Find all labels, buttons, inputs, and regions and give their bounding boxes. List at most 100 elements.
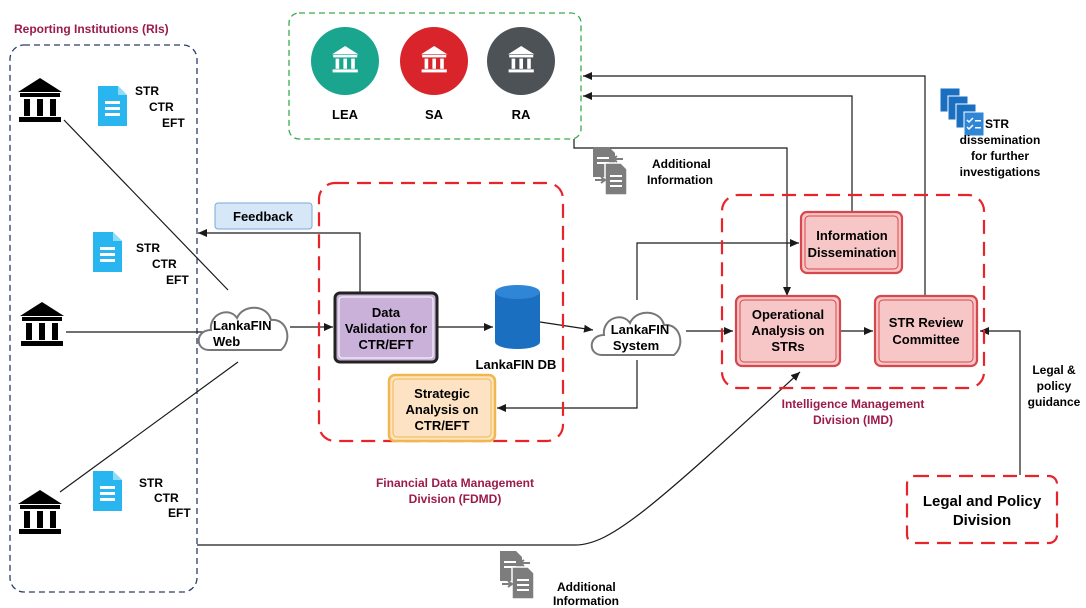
info-dissemination-line2: Dissemination [808,245,897,260]
bank-icon [20,302,64,346]
bank-icon [421,46,448,73]
additional-info-bottom-line2: Information [553,594,619,608]
operational-analysis-inner [739,299,837,363]
report-type-eft: EFT [166,273,189,287]
str-review-inner [878,299,974,363]
data-validation-inner [338,296,434,359]
legal-division-line2: Division [953,512,1011,529]
legal-policy-division-box[interactable]: Legal and Policy Division [905,474,1059,545]
lankafin-web-line2: Web [213,334,240,349]
legal-policy-division-frame [905,474,1059,545]
str-review-frame [873,294,979,368]
direct-report-arrow [197,371,801,546]
bank-icon [18,490,62,534]
str-dissemination-line3: for further [971,149,1029,163]
flow-arrow [583,72,926,296]
str-dissemination-line4: investigations [960,165,1041,179]
lankafin-web-cloud[interactable]: LankaFIN Web [197,306,289,351]
info-dissemination-box[interactable]: Information Dissemination [799,210,904,275]
legal-guidance-line1: Legal & [1032,363,1076,377]
document-exchange-icon [592,146,628,196]
imd-container [720,193,986,390]
flow-arrow [497,360,638,412]
agency-label-sa: SA [425,107,444,122]
str-review-line1: STR Review [889,315,964,330]
data-validation-box[interactable]: Data Validation for CTR/EFT [333,291,439,364]
info-dissemination-inner [804,215,899,270]
lankafin-system-cloud[interactable]: LankaFIN System [590,311,682,356]
report-type-str: STR [135,84,159,98]
bank-icon [18,78,62,122]
report-type-str: STR [136,241,160,255]
feedback-label: Feedback [214,202,313,230]
operational-analysis-frame [734,294,842,368]
additional-info-arrow [573,139,791,296]
flow-arrow [583,92,853,212]
operational-analysis-line2: Analysis on [752,323,825,338]
lankafin-db[interactable]: LankaFIN DB [476,285,557,372]
ri-title: Reporting Institutions (RIs) [14,22,169,36]
fdmd-title-line2: Division (FDMD) [409,492,502,506]
bank-icon [332,46,359,73]
legal-division-line1: Legal and Policy [923,493,1042,510]
operational-analysis-box[interactable]: Operational Analysis on STRs [734,294,842,368]
ri-container [9,44,198,593]
connector-line [59,361,239,493]
lankafin-web-line1: LankaFIN [213,318,272,333]
str-review-line2: Committee [892,332,959,347]
strategic-analysis-line2: Analysis on [406,402,479,417]
feedback-text: Feedback [233,209,294,224]
document-icon [93,232,122,272]
lankafin-db-label: LankaFIN DB [476,357,557,372]
report-type-str: STR [139,476,163,490]
agency-label-lea: LEA [332,107,359,122]
imd-title-line2: Division (IMD) [813,413,893,427]
info-dissemination-line1: Information [816,228,888,243]
data-validation-frame [333,291,439,364]
str-dissemination-line1: STR [985,117,1009,131]
str-review-box[interactable]: STR Review Committee [873,294,979,368]
feedback-badge [214,202,313,230]
additional-info-top-line1: Additional [652,157,711,171]
fdmd-title-line1: Financial Data Management [376,476,534,490]
strategic-analysis-inner [392,378,492,438]
report-type-eft: EFT [162,116,185,130]
checklist-documents-icon [939,87,985,137]
legal-guidance-line2: policy [1037,379,1072,393]
document-icon [93,471,122,511]
report-type-eft: EFT [168,506,191,520]
report-type-ctr: CTR [154,491,179,505]
operational-analysis-line1: Operational [752,307,824,322]
str-dissemination-line2: dissemination [960,133,1041,147]
flow-arrow [539,321,594,333]
feedback-arrow [198,229,361,293]
document-exchange-icon [499,550,535,600]
lankafin-system-line2: System [613,338,659,353]
legal-guidance-arrow [980,327,1021,475]
additional-info-bottom-line1: Additional [557,580,616,594]
strategic-analysis-line1: Strategic [414,386,470,401]
lankafin-system-line1: LankaFIN [611,322,670,337]
database-icon [495,285,540,349]
document-icon [98,86,127,126]
data-validation-line2: Validation for [345,321,427,336]
flow-arrow [636,239,799,300]
operational-analysis-line3: STRs [771,339,804,354]
data-validation-line3: CTR/EFT [359,337,414,352]
connector-line [63,119,229,291]
data-validation-line1: Data [372,305,401,320]
strategic-analysis-frame [387,373,497,443]
agency-label-ra: RA [512,107,531,122]
report-type-ctr: CTR [149,100,174,114]
agencies-container [288,12,582,140]
info-dissemination-frame [799,210,904,275]
imd-title-line1: Intelligence Management [782,397,925,411]
additional-info-top-line2: Information [647,173,713,187]
strategic-analysis-line3: CTR/EFT [415,418,470,433]
fdmd-container [317,181,565,443]
report-type-ctr: CTR [152,257,177,271]
bank-icon [508,46,535,73]
legal-guidance-line3: guidance [1028,395,1081,409]
strategic-analysis-box[interactable]: Strategic Analysis on CTR/EFT [387,373,497,443]
